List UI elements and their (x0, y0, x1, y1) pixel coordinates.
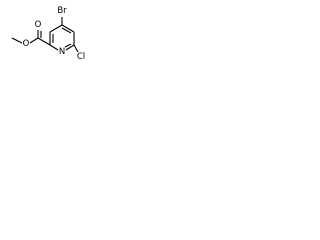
bond-c2-carbonyl-c (37, 37, 51, 46)
bond-carbonyl-c-ester-o (29, 37, 39, 44)
ring-bond-n1-c6-inner (64, 43, 72, 48)
bond-ester-o-methyl (11, 37, 23, 44)
ring-bond-c5-c4-inner (61, 27, 72, 34)
ring-bond-c5-c4 (61, 24, 75, 33)
bromine-label: Br (57, 6, 67, 16)
bond-c6-cl (73, 44, 79, 53)
carbonyl-oxygen-label: O (35, 20, 42, 30)
ester-oxygen-label: O (23, 39, 30, 49)
ring-nitrogen-label: N (59, 47, 65, 57)
ring-bond-c4-c3 (49, 24, 63, 33)
chlorine-label: Cl (77, 52, 85, 62)
ring-bond-n1-c6 (65, 44, 75, 51)
ring-bond-c2-n1 (49, 44, 59, 51)
structure-diagram: Br Cl N O O (11, 6, 85, 62)
